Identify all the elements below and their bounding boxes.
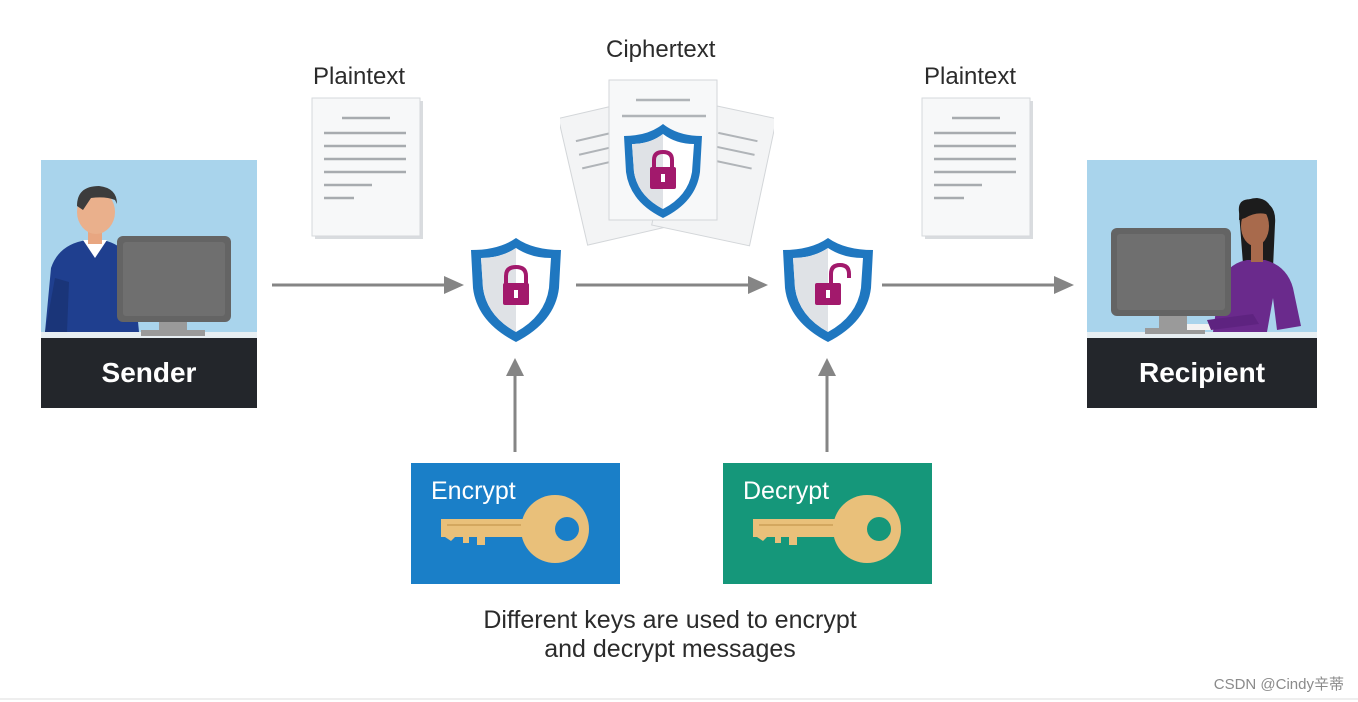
encrypt-key-icon: [441, 495, 589, 563]
recipient-card: Recipient: [1087, 160, 1317, 408]
ciphertext-label: Ciphertext: [606, 36, 716, 63]
encrypt-key-box: Encrypt: [411, 463, 620, 584]
ciphertext-documents: [560, 79, 774, 247]
encrypt-key-label: Encrypt: [431, 477, 516, 505]
sender-label: Sender: [41, 338, 257, 408]
arrow-encrypt-to-decrypt: [576, 276, 768, 294]
decrypt-key-icon: [753, 495, 901, 563]
plaintext-label-left: Plaintext: [313, 63, 406, 90]
caption-line-2: and decrypt messages: [544, 635, 796, 663]
arrow-decrypt-key-up: [818, 358, 836, 452]
bottom-divider: [0, 698, 1358, 700]
arrow-encrypt-key-up: [506, 358, 524, 452]
decrypt-key-box: Decrypt: [723, 463, 932, 584]
encrypt-shield-icon: [471, 238, 561, 342]
decrypt-shield-icon: [783, 238, 873, 342]
plaintext-document-left: [311, 97, 423, 239]
sender-card: Sender: [41, 160, 257, 408]
plaintext-label-right: Plaintext: [924, 63, 1017, 90]
arrow-sender-to-encrypt: [272, 276, 464, 294]
plaintext-document-right: [921, 97, 1033, 239]
watermark-text: CSDN @Cindy辛蒂: [1213, 676, 1344, 693]
decrypt-key-label: Decrypt: [743, 477, 830, 505]
arrow-decrypt-to-recipient: [882, 276, 1074, 294]
caption-line-1: Different keys are used to encrypt: [483, 606, 857, 634]
recipient-label: Recipient: [1087, 338, 1317, 408]
diagram-caption: Different keys are used to encrypt and d…: [360, 606, 980, 664]
